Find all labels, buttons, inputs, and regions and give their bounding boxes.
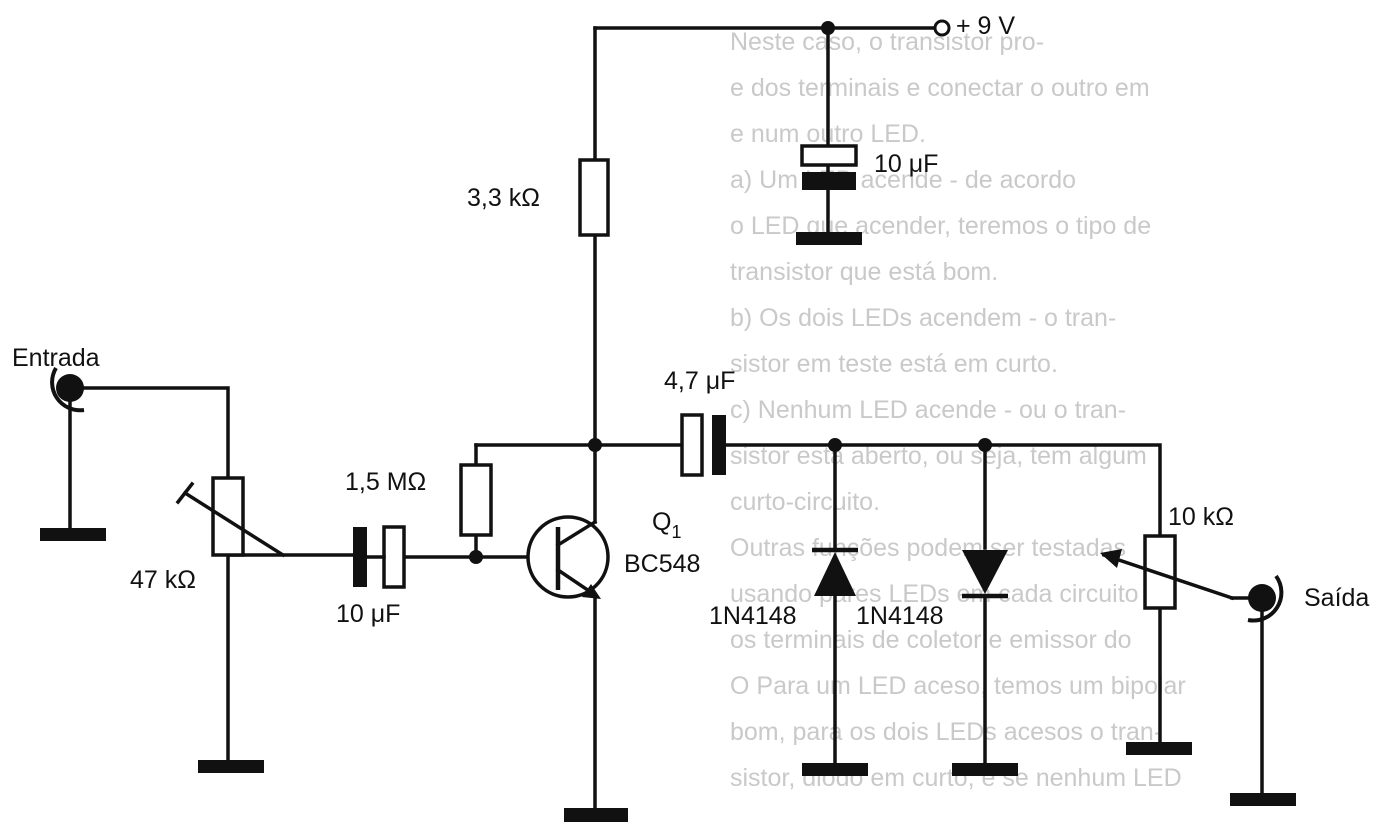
output-pot-wiper <box>1101 552 1235 601</box>
supply-capacitor-label: 10 μF <box>874 150 938 178</box>
junction-dot-supply <box>821 21 835 35</box>
supply-capacitor-positive-plate <box>800 144 858 167</box>
background-text-line: e dos terminais e conectar o outro em <box>730 74 1150 102</box>
supply-capacitor-negative-plate <box>802 172 856 190</box>
ground-symbol-diode1 <box>802 763 868 776</box>
background-text-line: Neste caso, o transistor pro- <box>730 28 1044 56</box>
background-text-line: transistor que está bom. <box>730 258 998 286</box>
input-capacitor-positive-plate <box>382 525 406 589</box>
diode2-triangle <box>962 550 1008 594</box>
background-text-line: usando pares LEDs em cada circuito <box>730 580 1139 608</box>
output-jack-outer-ring <box>1247 574 1284 623</box>
collector-resistor <box>578 158 610 237</box>
output-capacitor-positive-plate <box>680 413 704 477</box>
junction-dot-diode1 <box>828 438 842 452</box>
junction-dot-diode2 <box>978 438 992 452</box>
background-text-line: bom, para os dois LEDs acesos o tran- <box>730 718 1162 746</box>
background-text-line: Outras funções podem ser testadas <box>730 534 1126 562</box>
ground-symbol-input-jack <box>40 528 106 541</box>
input-potentiometer <box>211 476 245 557</box>
output-label: Saída <box>1304 584 1369 612</box>
input-signal-wire <box>68 386 230 480</box>
background-text-line: c) Nenhum LED acende - ou o tran- <box>730 396 1126 424</box>
background-text-line: b) Os dois LEDs acendem - o tran- <box>730 304 1116 332</box>
junction-dot-base <box>469 550 483 564</box>
background-text-line: a) Um LED acende - de acordo <box>730 166 1076 194</box>
ground-symbol-diode2 <box>952 763 1018 776</box>
ground-symbol-output-jack <box>1230 793 1296 806</box>
output-pot-wiper-arrowhead <box>1100 549 1122 568</box>
transistor-q1-body <box>526 515 610 599</box>
transistor-q1-collector-leg <box>555 519 598 548</box>
output-bus-wire <box>723 443 1162 538</box>
output-pot-label: 10 kΩ <box>1168 503 1234 531</box>
background-text-line: O Para um LED aceso, temos um bipolar <box>730 672 1186 700</box>
input-pot-trimmer-bar <box>175 481 195 505</box>
output-jack-center <box>1248 584 1276 612</box>
background-text-line: os terminais de coletor e emissor do <box>730 626 1132 654</box>
ground-symbol-supply-cap <box>796 232 862 245</box>
background-text-line: sistor em teste está em curto. <box>730 350 1058 378</box>
supply-terminal <box>933 19 951 37</box>
output-capacitor-label: 4,7 μF <box>664 367 735 395</box>
transistor-name-label: Q1 <box>652 508 681 542</box>
transistor-name-main: Q <box>652 508 671 536</box>
input-jack-center <box>56 374 84 402</box>
supply-voltage-label: + 9 V <box>956 12 1015 40</box>
background-text-line: o LED que acender, teremos o tipo de <box>730 212 1151 240</box>
diode1-label: 1N4148 <box>709 602 797 630</box>
diode2-label: 1N4148 <box>856 602 944 630</box>
collector-resistor-label: 3,3 kΩ <box>467 184 540 212</box>
bias-resistor-label: 1,5 MΩ <box>345 468 426 496</box>
input-jack-outer-ring <box>50 366 85 413</box>
ground-symbol-input-pot <box>198 760 264 773</box>
input-capacitor-negative-plate <box>353 527 367 587</box>
output-capacitor-negative-plate <box>712 415 726 475</box>
transistor-q1-emitter-arrow <box>582 584 601 599</box>
input-capacitor-label: 10 μF <box>336 600 400 628</box>
transistor-type-label: BC548 <box>624 550 700 578</box>
input-pot-label: 47 kΩ <box>130 566 196 594</box>
input-label: Entrada <box>12 344 100 372</box>
junction-dot-collector <box>588 438 602 452</box>
ground-symbol-emitter <box>564 808 628 822</box>
diode1-triangle <box>814 552 856 596</box>
background-text-line: curto-circuito. <box>730 488 880 516</box>
input-pot-wiper-arrow <box>182 490 286 558</box>
ground-symbol-output-pot <box>1126 742 1192 755</box>
background-bleed-text: Neste caso, o transistor pro-e dos termi… <box>730 28 1186 792</box>
bias-resistor <box>459 463 493 537</box>
transistor-name-subscript: 1 <box>671 522 681 542</box>
